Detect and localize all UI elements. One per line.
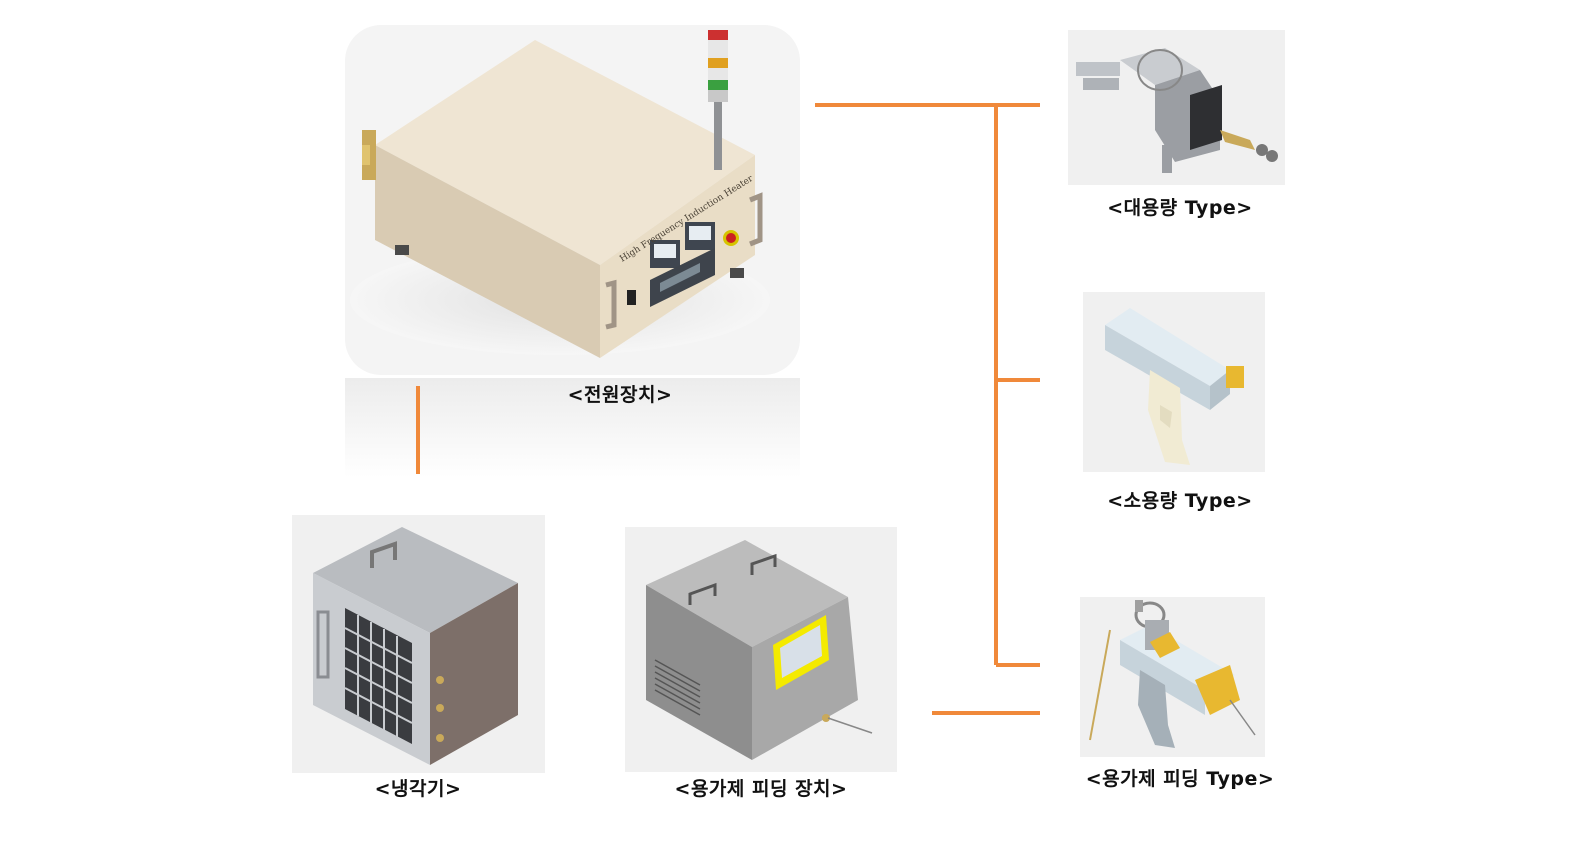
small-type-head [1083, 292, 1265, 472]
filler-feeding-unit-label: <용가제 피딩 장치> [674, 778, 848, 800]
filler-feeding-unit [625, 527, 897, 772]
feeding-type-head [1080, 597, 1265, 757]
chiller-label: <냉각기> [374, 778, 462, 800]
small-type-label: <소용량 Type> [1107, 490, 1253, 512]
power-unit-label: <전원장치> [567, 384, 673, 406]
power-unit: High Frequency Induction Heater [345, 25, 800, 478]
chiller [292, 515, 545, 773]
connector-lines [416, 103, 1040, 715]
large-type-head [1068, 30, 1285, 185]
large-type-label: <대용량 Type> [1107, 197, 1253, 219]
feeding-type-label: <용가제 피딩 Type> [1085, 768, 1275, 790]
